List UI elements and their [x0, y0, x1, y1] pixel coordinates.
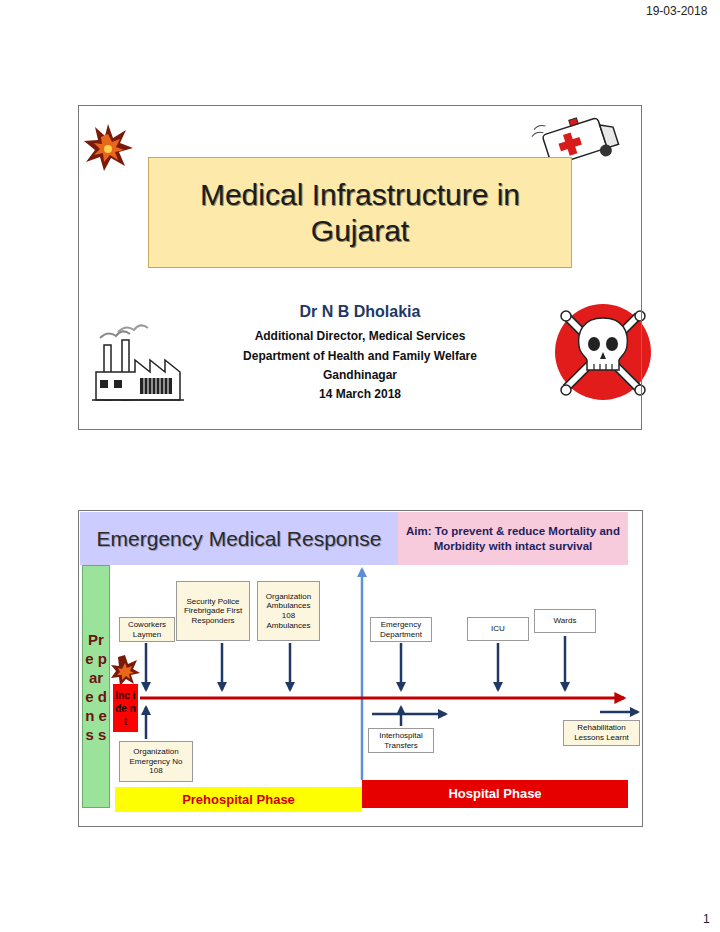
page-number: 1 — [703, 912, 710, 926]
factory-icon — [92, 325, 184, 400]
skull-icon — [555, 304, 651, 400]
responder-box: Organization Ambulances 108 Ambulances — [257, 581, 320, 641]
timeline-arrow — [140, 697, 624, 700]
phase-band: Hospital Phase — [362, 780, 628, 808]
node-text: Organization Ambulances 108 Ambulances — [261, 592, 316, 630]
node-text: Emergency Department — [374, 620, 428, 639]
node-text: Rehabilitation Lessons Learnt — [567, 723, 636, 742]
node-text: Pr e p ar e d n es s — [83, 630, 109, 744]
slide-frame — [79, 511, 643, 827]
node-text: Medical Infrastructure in Gujarat — [152, 177, 568, 249]
hospital-box: Emergency Department — [370, 617, 432, 642]
author-line: Additional Director, Medical Services — [255, 329, 466, 343]
title-box: Emergency Medical Response — [80, 512, 398, 565]
author-line: Gandhinagar — [323, 368, 397, 382]
phase-band: Prehospital Phase — [115, 787, 362, 812]
explosion-icon — [84, 124, 133, 171]
explosion-icon — [111, 655, 140, 686]
node-text: Hospital Phase — [448, 786, 541, 802]
hospital-box: Interhospital Transfers — [368, 728, 434, 753]
node-text: Security Police Firebrigade First Respon… — [180, 597, 246, 626]
hospital-box: ICU — [467, 617, 529, 641]
node-text: Prehospital Phase — [182, 792, 295, 808]
preparedness-band: Pr e p ar e d n es s — [82, 565, 110, 808]
responder-box: Coworkers Laymen — [119, 617, 175, 642]
aim-box: Aim: To prevent & reduce Mortality and M… — [398, 512, 628, 565]
node-text: Emergency Medical Response — [97, 526, 382, 551]
page-date: 19-03-2018 — [646, 4, 707, 18]
slide-frame: Dr N B DholakiaAdditional Director, Medi… — [78, 105, 642, 430]
author-line: Department of Health and Family Welfare — [243, 349, 477, 363]
author-line: Dr N B Dholakia — [300, 302, 421, 321]
node-text: ICU — [491, 624, 505, 634]
node-text: Wards — [554, 616, 577, 626]
node-text: Aim: To prevent & reduce Mortality and M… — [401, 524, 625, 553]
responder-box: Organization Emergency No 108 — [119, 741, 193, 782]
hospital-box: Wards — [534, 609, 596, 633]
node-text: Inc ide nt — [114, 689, 137, 728]
responder-box: Security Police Firebrigade First Respon… — [176, 581, 250, 641]
phase-divider — [361, 569, 364, 780]
title-box: Medical Infrastructure in Gujarat — [148, 157, 572, 268]
node-text: Organization Emergency No 108 — [123, 747, 189, 776]
author-line: 14 March 2018 — [319, 387, 401, 401]
incident-box: Inc ide nt — [113, 684, 138, 732]
hospital-box: Rehabilitation Lessons Learnt — [563, 720, 640, 746]
node-text: Interhospital Transfers — [372, 731, 430, 750]
node-text: Coworkers Laymen — [123, 620, 171, 639]
